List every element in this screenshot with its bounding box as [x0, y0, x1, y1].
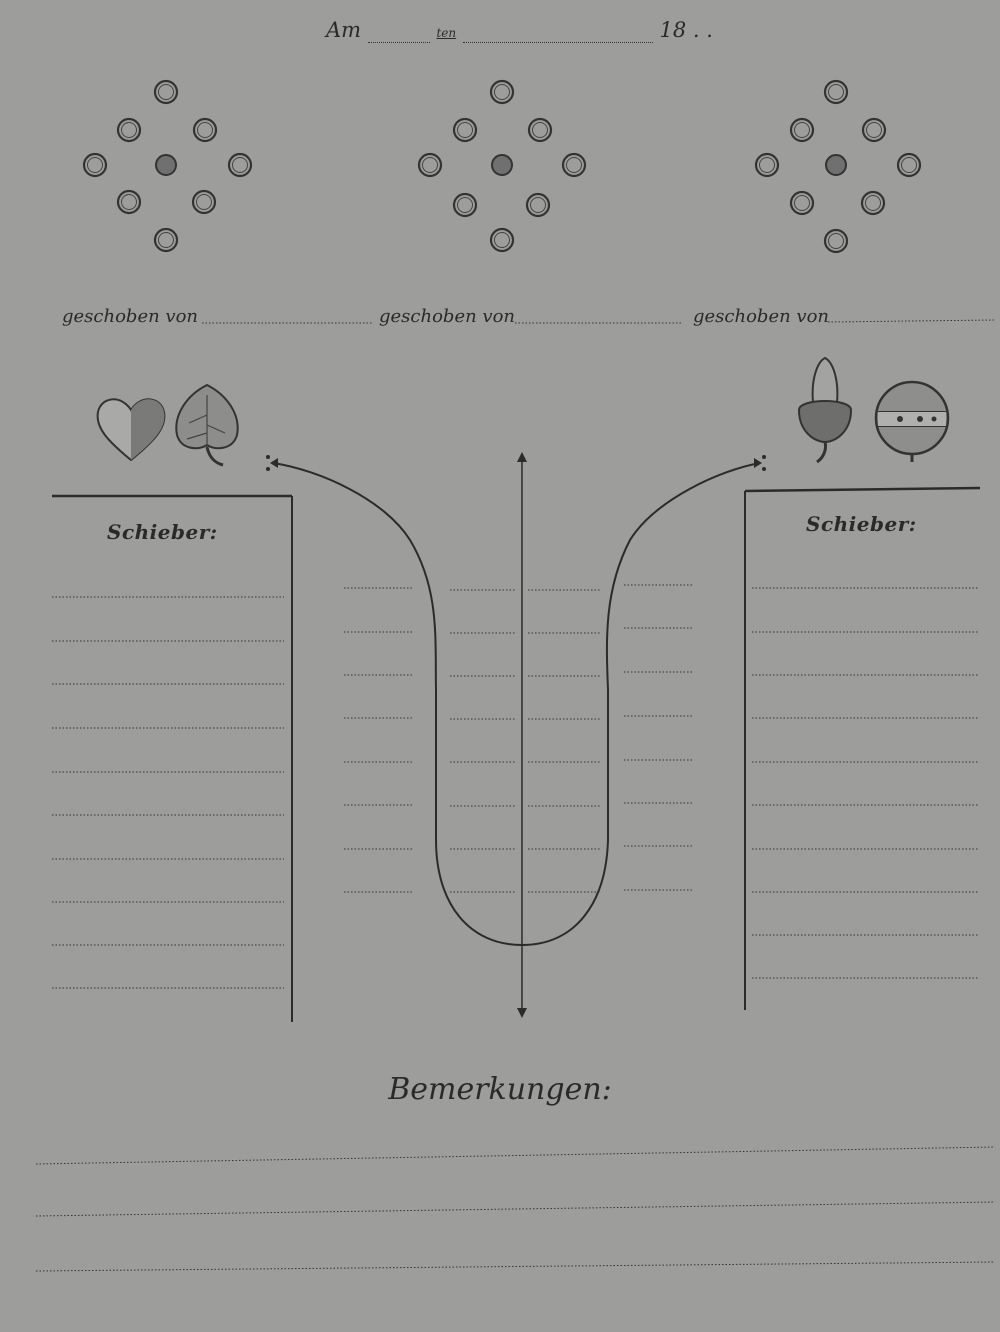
king-pin — [155, 154, 177, 176]
pin — [192, 117, 218, 143]
header-year: 18 . . — [659, 18, 713, 42]
pin — [153, 227, 179, 253]
pin — [489, 227, 515, 253]
header-line: Am ten 18 . . — [326, 18, 713, 43]
pin — [525, 192, 551, 218]
pin — [860, 190, 886, 216]
pin-diagram-3[interactable] — [754, 79, 922, 254]
geschoben-label-2: geschoben von — [379, 306, 516, 327]
pin — [789, 190, 815, 216]
geschoben-label-1: geschoben von — [62, 306, 199, 327]
day-field[interactable] — [367, 18, 430, 43]
pin — [82, 152, 108, 178]
pin — [823, 79, 849, 105]
leaf-icon — [175, 383, 239, 467]
geschoben-label-3: geschoben von — [693, 306, 830, 327]
heart-icon — [96, 398, 166, 462]
king-pin — [825, 154, 847, 176]
right-schieber-title: Schieber: — [806, 512, 917, 536]
pin-diagram-2[interactable] — [417, 79, 587, 253]
pin — [227, 152, 253, 178]
remarks-lines — [35, 1146, 996, 1272]
pin — [754, 152, 780, 178]
pin — [417, 152, 443, 178]
right-schieber-box — [744, 486, 981, 1010]
left-schieber-box — [52, 494, 293, 1022]
pin — [452, 117, 478, 143]
pin — [116, 117, 142, 143]
acorn-icon — [797, 356, 853, 464]
center-lines — [450, 589, 600, 893]
pin — [527, 117, 553, 143]
geschoben-lines — [202, 319, 996, 324]
pin — [861, 117, 887, 143]
pin — [153, 79, 179, 105]
pin — [452, 192, 478, 218]
pin — [489, 79, 515, 105]
pin — [896, 152, 922, 178]
pin-diagram-1[interactable] — [82, 79, 253, 253]
central-axis — [517, 452, 527, 1018]
outer-u-lines — [344, 584, 692, 893]
header-ten: ten — [436, 26, 457, 40]
king-pin — [491, 154, 513, 176]
pin — [789, 117, 815, 143]
arrow-left — [266, 455, 278, 471]
header-am: Am — [326, 18, 362, 42]
geschoben-field-3 — [827, 319, 996, 323]
pin — [823, 228, 849, 254]
pin — [116, 189, 142, 215]
arrow-right — [754, 455, 766, 471]
central-u-curve — [272, 462, 761, 947]
left-schieber-title: Schieber: — [107, 520, 218, 544]
remarks-title: Bemerkungen: — [388, 1072, 612, 1107]
pin — [561, 152, 587, 178]
month-field[interactable] — [462, 18, 653, 43]
pin — [191, 189, 217, 215]
bell-icon — [874, 380, 950, 462]
